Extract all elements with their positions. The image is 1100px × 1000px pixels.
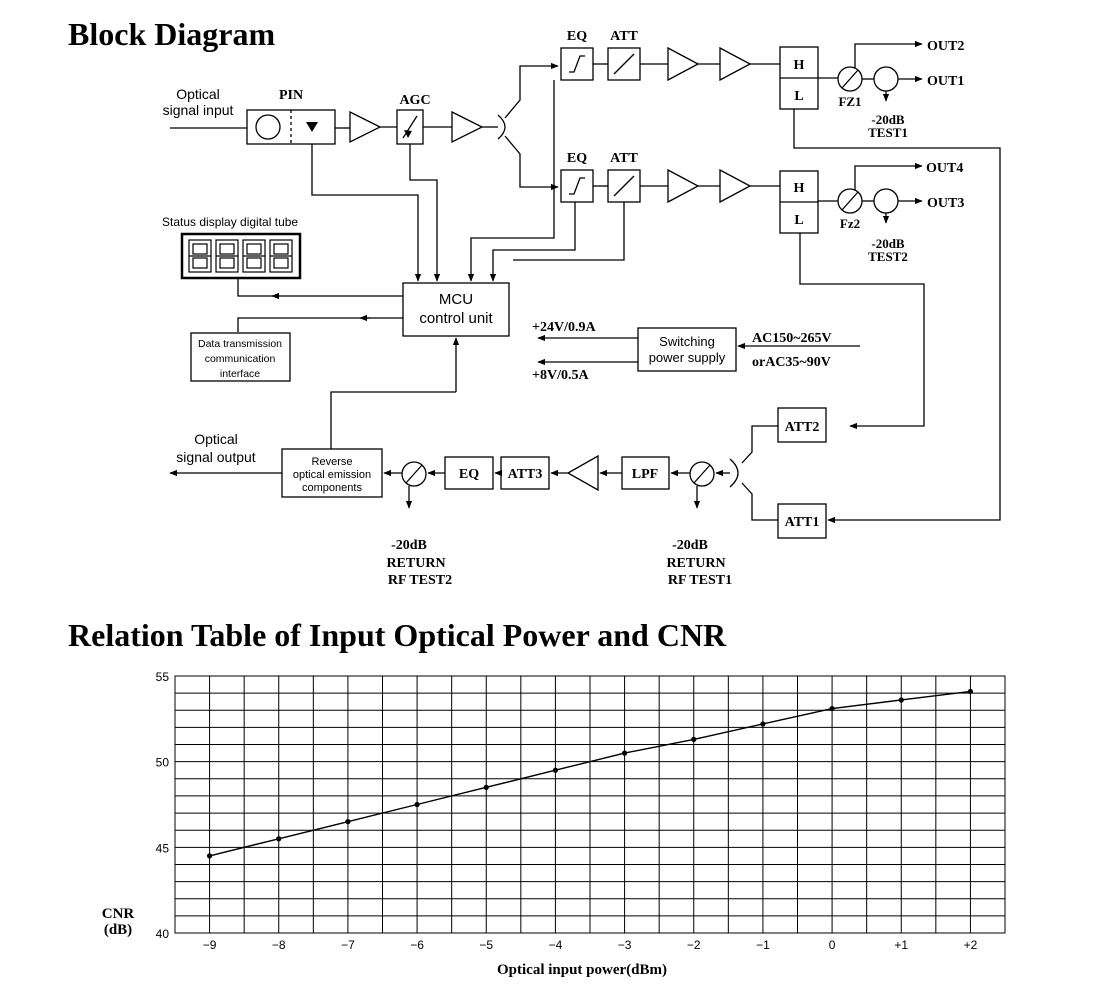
optical-input-label-1: Optical [176, 86, 220, 102]
x-tick-label: −6 [410, 938, 424, 952]
y-tick-label: 50 [156, 756, 170, 770]
eq-return-label: EQ [459, 467, 479, 482]
y-tick-label: 55 [156, 670, 170, 684]
mcu-label-1: MCU [439, 291, 473, 308]
return-test2-db-label: -20dB [391, 538, 427, 553]
pin-label: PIN [279, 88, 303, 103]
block-diagram-heading: Block Diagram [68, 16, 276, 52]
ac-input-label-2: orAC35~90V [752, 355, 831, 370]
x-tick-label: +1 [894, 938, 908, 952]
data-point [760, 721, 766, 727]
data-point [691, 736, 697, 742]
eq-label-upper: EQ [567, 29, 587, 44]
data-point [414, 801, 420, 808]
test1-db-label: -20dB [871, 112, 905, 127]
h-label-upper: H [794, 58, 805, 73]
x-tick-label: −1 [756, 938, 770, 952]
switching-supply-label-1: Switching [659, 334, 715, 349]
relation-table-heading: Relation Table of Input Optical Power an… [68, 617, 727, 653]
att-label-upper: ATT [610, 29, 638, 44]
agc-label: AGC [399, 93, 430, 108]
x-tick-label: −5 [479, 938, 493, 952]
return-test2-return-label: RETURN [386, 556, 445, 571]
eq-label-lower: EQ [567, 151, 587, 166]
y-axis-label-2: (dB) [104, 922, 132, 938]
out2-label: OUT2 [927, 39, 964, 54]
x-tick-label: −2 [687, 938, 701, 952]
test1-label: TEST1 [868, 125, 908, 140]
y-tick-label: 40 [156, 927, 170, 941]
x-tick-label: +2 [964, 938, 978, 952]
return-test1-label: RF TEST1 [668, 573, 732, 588]
y-tick-label: 45 [156, 841, 170, 855]
data-interface-label-2: communication [205, 353, 276, 365]
data-point [206, 853, 213, 859]
l-label-upper: L [794, 89, 803, 104]
att-label-lower: ATT [610, 151, 638, 166]
x-tick-label: −7 [341, 938, 355, 952]
optical-input-label-2: signal input [163, 102, 234, 118]
cnr-series-line [209, 690, 971, 857]
data-interface-label-1: Data transmission [198, 338, 282, 350]
fz2-label: Fz2 [840, 216, 860, 231]
out1-label: OUT1 [927, 74, 964, 89]
return-test2-label: RF TEST2 [388, 573, 452, 588]
x-tick-label: −3 [618, 938, 632, 952]
ac-input-label-1: AC150~265V [752, 331, 832, 346]
fz1-label: FZ1 [838, 94, 861, 109]
att1-label: ATT1 [785, 515, 820, 530]
att2-label: ATT2 [785, 420, 820, 435]
x-tick-label: −4 [549, 938, 563, 952]
test2-db-label: -20dB [871, 236, 905, 251]
h-label-lower: H [794, 181, 805, 196]
l-label-lower: L [794, 213, 803, 228]
x-tick-label: −9 [203, 938, 217, 952]
data-interface-label-3: interface [220, 368, 260, 380]
status-display-label: Status display digital tube [162, 215, 298, 229]
block-diagram: Optical signal input PIN AGC EQ ATT EQ A… [162, 29, 1001, 588]
x-tick-label: 0 [829, 938, 836, 952]
data-point [898, 697, 904, 703]
out4-label: OUT4 [926, 161, 963, 176]
status-digital-tube [188, 239, 293, 273]
data-point [621, 750, 628, 756]
switching-supply-label-2: power supply [649, 350, 726, 365]
reverse-emission-label-3: components [302, 482, 362, 494]
return-test1-db-label: -20dB [672, 538, 708, 553]
y-axis-label-1: CNR [102, 906, 135, 922]
data-point [552, 767, 559, 773]
out3-label: OUT3 [927, 196, 964, 211]
reverse-emission-label-2: optical emission [293, 469, 371, 481]
att3-label: ATT3 [508, 467, 543, 482]
data-point [967, 688, 974, 695]
power-8v-label: +8V/0.5A [532, 368, 589, 383]
data-point [829, 705, 835, 712]
test2-label: TEST2 [868, 249, 908, 264]
optical-output-label-1: Optical [194, 431, 238, 447]
lpf-label: LPF [632, 467, 658, 482]
data-point [483, 784, 489, 790]
reverse-emission-label-1: Reverse [312, 456, 353, 468]
cnr-chart: 55 50 45 40 −9 −8 −7 −6 −5 −4 −3 −2 −1 0 +1 +2 CNR (dB… [102, 670, 1006, 978]
mcu-label-2: control unit [419, 310, 493, 327]
data-point [276, 836, 282, 842]
optical-output-label-2: signal output [176, 449, 256, 465]
power-24v-label: +24V/0.9A [532, 320, 596, 335]
return-test1-return-label: RETURN [666, 556, 725, 571]
data-point [345, 819, 351, 825]
x-axis-label: Optical input power(dBm) [497, 962, 667, 978]
x-tick-label: −8 [272, 938, 286, 952]
